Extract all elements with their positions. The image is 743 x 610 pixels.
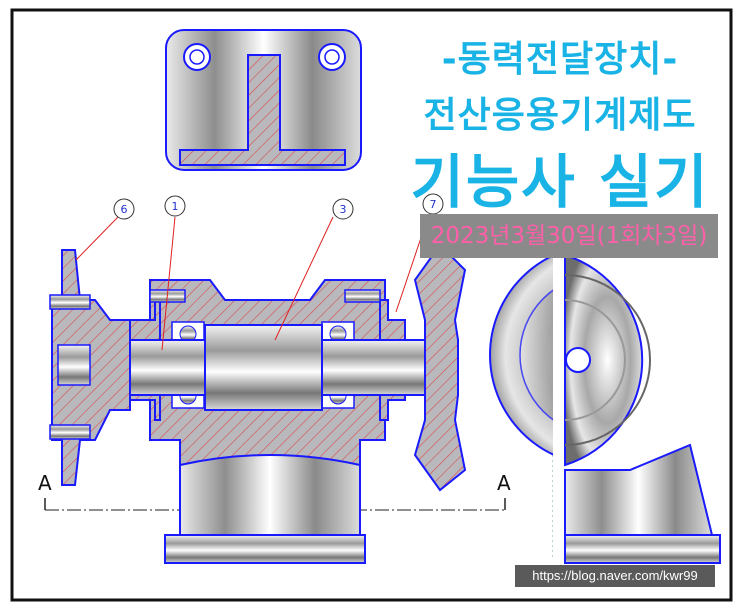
date-label: 2023년3월30일(1회차3일) <box>430 223 708 249</box>
bolt-top-right <box>344 289 381 303</box>
balloon-6: 6 <box>113 198 135 220</box>
section-mark-right: A <box>497 471 511 495</box>
top-view <box>165 29 362 171</box>
title-line-1: -동력전달장치- <box>441 39 679 80</box>
nut <box>57 344 91 386</box>
url-label: https://blog.naver.com/kwr99 <box>532 568 698 583</box>
spacer <box>204 324 323 411</box>
svg-text:6: 6 <box>121 203 128 216</box>
title-line-3: 기능사 실기 <box>410 148 710 216</box>
v-pulley <box>413 243 467 492</box>
leader-6 <box>75 216 119 261</box>
balloon-3: 3 <box>332 198 354 220</box>
title-line-2: 전산응용기계제도 <box>423 95 697 136</box>
date-banner: 2023년3월30일(1회차3일) <box>420 214 718 258</box>
svg-text:7: 7 <box>430 198 437 211</box>
top-view-rib <box>179 54 346 166</box>
balloon-1: 1 <box>164 195 186 217</box>
base <box>164 449 366 564</box>
leader-3 <box>274 216 334 341</box>
side-view <box>489 244 723 565</box>
sheet-border <box>10 8 733 602</box>
section-mark-left: A <box>38 471 52 495</box>
svg-text:3: 3 <box>340 203 347 216</box>
svg-text:1: 1 <box>172 200 179 213</box>
url-watermark: https://blog.naver.com/kwr99 <box>515 565 715 587</box>
leader-1 <box>161 216 176 351</box>
